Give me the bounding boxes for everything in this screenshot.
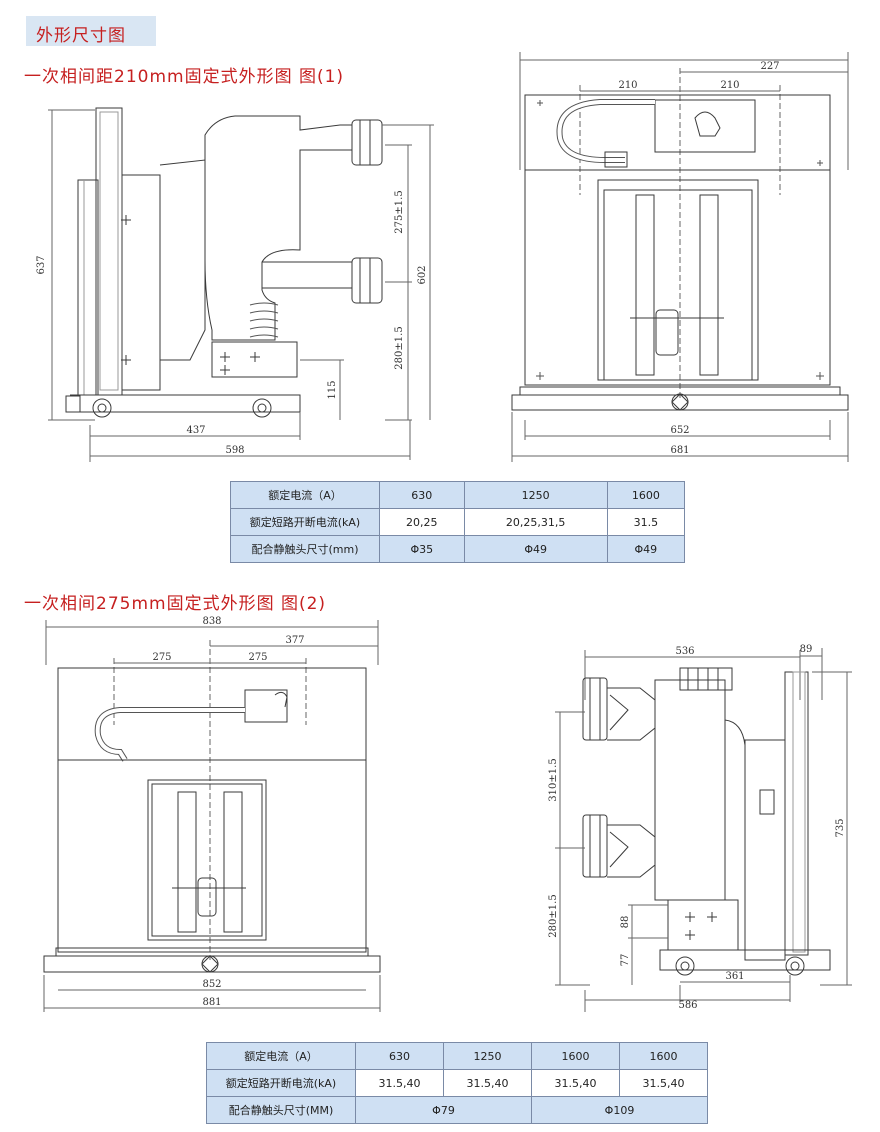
table-cell: 1250: [443, 1042, 532, 1070]
dim-275-right: 275: [248, 652, 267, 663]
dim-210-right: 210: [720, 80, 739, 91]
table-row: 额定电流（A） 630 1250 1600: [230, 481, 686, 509]
section-title: 外形尺寸图: [36, 26, 126, 46]
table-cell: 1250: [463, 481, 608, 509]
section-title-badge: 外形尺寸图: [26, 16, 156, 46]
dim-602: 602: [417, 265, 428, 284]
dim-88: 88: [620, 916, 631, 929]
dim-361: 361: [725, 971, 744, 982]
table-cell: 1600: [531, 1042, 620, 1070]
table-cell-label: 配合静触头尺寸(mm): [230, 535, 380, 563]
dim-598: 598: [225, 445, 244, 456]
fig2-front-view: [43, 620, 381, 1012]
table-cell-label: 配合静触头尺寸(MM): [206, 1096, 356, 1124]
table-cell: 31.5,40: [355, 1069, 444, 1097]
dim-275-left: 275: [152, 652, 171, 663]
table-row: 额定短路开断电流(kA) 20,25 20,25,31,5 31.5: [230, 508, 686, 536]
dim-275-tol: 275±1.5: [394, 190, 405, 233]
table-cell: 630: [379, 481, 465, 509]
table-cell-label: 额定短路开断电流(kA): [230, 508, 380, 536]
table-cell: Φ109: [531, 1096, 708, 1124]
fig2-side-view: [555, 648, 852, 1012]
table-cell: 1600: [619, 1042, 708, 1070]
table-cell: Φ35: [379, 535, 465, 563]
table-cell: 20,25: [379, 508, 465, 536]
table-cell: 20,25,31,5: [463, 508, 608, 536]
table-row: 额定电流（A） 630 1250 1600 1600: [206, 1042, 708, 1070]
table-row: 配合静触头尺寸(mm) Φ35 Φ49 Φ49: [230, 535, 686, 563]
table-cell: 31.5: [606, 508, 686, 536]
dim-536: 536: [675, 646, 694, 657]
spec-table-1: 额定电流（A） 630 1250 1600 额定短路开断电流(kA) 20,25…: [230, 481, 686, 563]
table-cell: Φ49: [606, 535, 686, 563]
figure1-heading: 一次相间距210mm固定式外形图 图(1): [24, 67, 345, 87]
fig1-front-view: [511, 52, 849, 462]
dim-210-left: 210: [618, 80, 637, 91]
dim-115: 115: [327, 380, 338, 399]
dim-280-tol: 280±1.5: [394, 326, 405, 369]
dim-838: 838: [202, 616, 221, 627]
dim-310-tol: 310±1.5: [548, 758, 559, 801]
table-cell: Φ49: [463, 535, 608, 563]
dim-681: 681: [670, 445, 689, 456]
table-cell-label: 额定短路开断电流(kA): [206, 1069, 356, 1097]
fig1-side-view: [48, 107, 434, 462]
dim-881: 881: [202, 997, 221, 1008]
dim-77: 77: [620, 954, 631, 967]
table-row: 配合静触头尺寸(MM) Φ79 Φ109: [206, 1096, 708, 1124]
dim-852: 852: [202, 979, 221, 990]
table-cell: Φ79: [355, 1096, 532, 1124]
dim-227: 227: [760, 61, 779, 72]
table-row: 额定短路开断电流(kA) 31.5,40 31.5,40 31.5,40 31.…: [206, 1069, 708, 1097]
dim-586: 586: [678, 1000, 697, 1011]
dim-280-tol-2: 280±1.5: [548, 894, 559, 937]
table-cell: 31.5,40: [531, 1069, 620, 1097]
dim-735: 735: [835, 818, 846, 837]
figure2-heading: 一次相间275mm固定式外形图 图(2): [24, 594, 327, 614]
spec-table-2: 额定电流（A） 630 1250 1600 1600 额定短路开断电流(kA) …: [206, 1042, 708, 1124]
dim-377: 377: [285, 635, 304, 646]
dim-89: 89: [800, 644, 813, 655]
dim-437: 437: [186, 425, 205, 436]
table-cell-label: 额定电流（A）: [230, 481, 380, 509]
table-cell: 1600: [606, 481, 686, 509]
dim-637: 637: [36, 255, 47, 274]
dim-652: 652: [670, 425, 689, 436]
table-cell-label: 额定电流（A）: [206, 1042, 356, 1070]
table-cell: 31.5,40: [443, 1069, 532, 1097]
table-cell: 630: [355, 1042, 444, 1070]
table-cell: 31.5,40: [619, 1069, 708, 1097]
